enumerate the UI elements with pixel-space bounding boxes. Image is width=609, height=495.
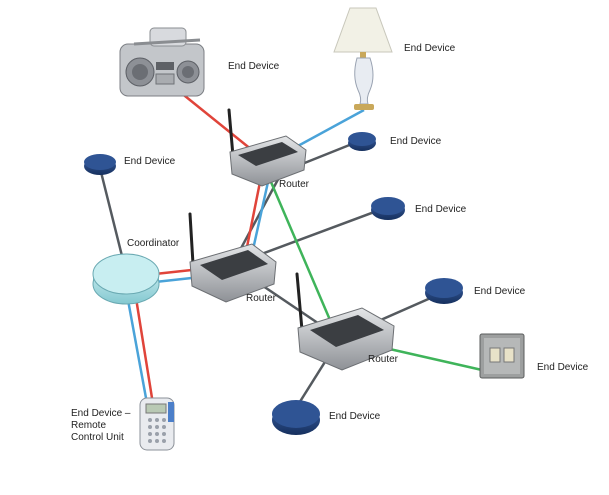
end-device-node-bottom <box>272 400 320 435</box>
label-end-device-switch: End Device <box>537 362 589 373</box>
label-end-device-router1: End Device <box>390 136 442 147</box>
label-router-1: Router <box>279 179 310 190</box>
boombox-device <box>119 27 205 97</box>
link-coord-remote-blue <box>126 299 148 399</box>
remote-control-device <box>139 397 175 451</box>
end-device-node-left-top <box>84 154 116 175</box>
label-router-2: Router <box>246 293 277 304</box>
light-switch-device <box>479 333 525 379</box>
router-1-device <box>227 108 307 187</box>
label-remote-line1: End Device – <box>71 408 131 419</box>
link-coord-remote-red <box>134 297 154 399</box>
coordinator-device <box>92 253 160 305</box>
label-router-3: Router <box>368 354 399 365</box>
link-boombox-router1-red <box>179 91 253 151</box>
link-router1-router2-red <box>244 181 262 253</box>
label-end-device-left-top: End Device <box>124 156 176 167</box>
label-end-device-bottom: End Device <box>329 411 381 422</box>
link-router1-router2-blue <box>250 181 270 255</box>
lamp-device <box>333 7 393 110</box>
label-remote-line3: Control Unit <box>71 432 124 443</box>
label-end-device-lamp: End Device <box>404 43 456 54</box>
label-remote-control: End Device – Remote Control Unit <box>71 408 151 444</box>
label-remote-line2: Remote <box>71 420 107 431</box>
label-end-device-boombox: End Device <box>228 61 280 72</box>
router-3-device <box>295 272 395 371</box>
label-end-device-mid-right: End Device <box>415 204 467 215</box>
link-router1-router3-green <box>266 174 332 321</box>
label-coordinator: Coordinator <box>127 238 180 249</box>
end-device-node-right <box>425 278 463 304</box>
router-2-device <box>188 212 277 303</box>
link-coord-enddevice-top <box>98 167 127 269</box>
end-device-node-mid-right <box>371 197 405 220</box>
end-device-node-router1 <box>348 132 376 151</box>
label-end-device-right: End Device <box>474 286 526 297</box>
